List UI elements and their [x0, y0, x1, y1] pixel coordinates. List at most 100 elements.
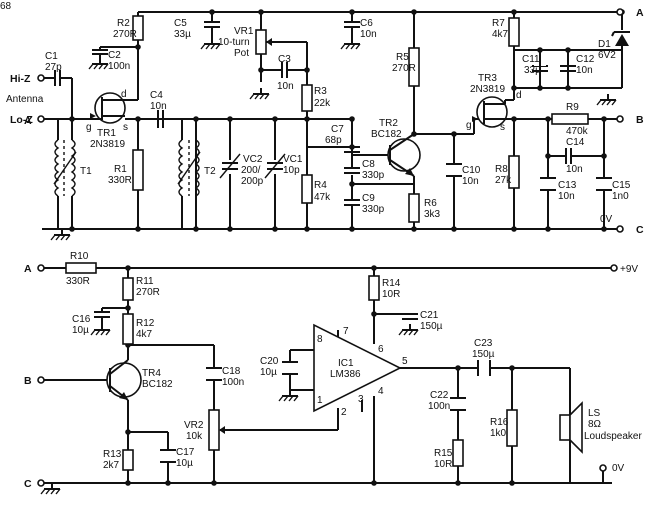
c1-value: 27p: [45, 62, 62, 73]
c2-value: 100n: [108, 61, 130, 72]
r15-name: R15: [434, 448, 453, 459]
capacitor-c12: [560, 65, 576, 72]
c21-name: C21: [420, 310, 439, 321]
r2-name: R2: [117, 18, 130, 29]
d1-name: D1: [598, 39, 611, 50]
c16-value: 10µ: [72, 325, 89, 336]
tr1-s: s: [123, 122, 128, 133]
vr1-turns: 10-turn: [218, 37, 250, 48]
capacitor-c16: [94, 308, 110, 324]
c18-value: 100n: [222, 377, 244, 388]
node-c-left: C: [24, 478, 32, 490]
tr4-name: TR4: [142, 368, 161, 379]
plus-9v-label: +9V: [620, 264, 638, 275]
c23-value: 150µ: [472, 349, 495, 360]
capacitor-c17: [160, 449, 176, 483]
capacitor-c5: [204, 21, 220, 38]
r9-name: R9: [566, 102, 579, 113]
c4-value: 10n: [150, 101, 167, 112]
r16-value: 1k0: [490, 428, 507, 439]
resistor-r5: [408, 47, 420, 87]
c22-value: 100n: [428, 401, 450, 412]
pin-7: 7: [343, 326, 349, 337]
d1-value: 6V2: [598, 50, 616, 61]
capacitor-c11: [532, 56, 548, 80]
hiz-label: Hi-Z: [10, 73, 31, 85]
c8-name: C8: [362, 159, 375, 170]
capacitor-c23: [477, 360, 491, 376]
resistor-r1: [132, 149, 144, 191]
resistor-r14: [368, 275, 380, 301]
node-b-left: B: [24, 375, 32, 387]
resistor-r3: [301, 84, 313, 112]
c2-name: C2: [108, 50, 121, 61]
variable-capacitor-vc1: [264, 153, 286, 179]
vr1-name: VR1: [234, 26, 254, 37]
terminals-bottom: [37, 264, 618, 487]
tr2-name: TR2: [379, 118, 398, 129]
c5-name: C5: [174, 18, 187, 29]
r3-value: 22k: [314, 98, 331, 109]
r3-name: R3: [314, 86, 327, 97]
capacitor-c21: [402, 313, 418, 320]
c10-value: 10n: [462, 176, 479, 187]
antenna-label: Antenna: [6, 94, 44, 105]
r7-value: 4k7: [492, 29, 509, 40]
c12-name: C12: [576, 54, 595, 65]
resistor-r9: [551, 113, 589, 125]
c18-name: C18: [222, 366, 241, 377]
r15-value: 10R: [434, 459, 452, 470]
node-a-right: A: [636, 7, 644, 19]
resistor-r16: [506, 409, 518, 447]
capacitor-c9: [344, 199, 360, 218]
c23-name: C23: [474, 338, 493, 349]
capacitor-c14: [565, 148, 584, 164]
zero-volts-top: 0V: [600, 214, 613, 225]
capacitor-c22: [450, 397, 466, 411]
tr3-type: 2N3819: [470, 84, 505, 95]
c3-name: C3: [278, 54, 291, 65]
r7-name: R7: [492, 18, 505, 29]
node-c-right: C: [636, 224, 644, 236]
c13-name: C13: [558, 180, 577, 191]
tr3-s: s: [500, 122, 505, 133]
r6-value: 3k3: [424, 209, 441, 220]
capacitor-c2: [92, 47, 108, 58]
vr2-name: VR2: [184, 420, 204, 431]
r4-value: 47k: [314, 192, 331, 203]
capacitor-c7: [344, 146, 360, 153]
pin-3: 3: [358, 394, 364, 405]
ic1-type: LM386: [330, 369, 361, 380]
resistor-r13: [122, 449, 134, 471]
r1-value: 330R: [108, 175, 132, 186]
r11-value: 270R: [136, 287, 160, 298]
r2-value: 270R: [113, 29, 137, 40]
bottom-circuit-wiring: [42, 267, 612, 484]
c3-value: 10n: [277, 81, 294, 92]
node-a-left: A: [24, 263, 32, 275]
potentiometer-vr1: [255, 29, 272, 55]
resistor-r7: [508, 17, 520, 47]
c4-name: C4: [150, 90, 163, 101]
r1-name: R1: [114, 164, 127, 175]
r5-name: R5: [396, 52, 409, 63]
transistor-tr1: [90, 92, 126, 124]
c12-value: 10n: [576, 65, 593, 76]
capacitor-c6: [344, 21, 360, 38]
r8-value: 27k: [495, 175, 512, 186]
resistor-r10: [65, 262, 97, 274]
ls-name: LS: [588, 408, 601, 419]
capacitor-c13: [540, 177, 556, 191]
r6-name: R6: [424, 198, 437, 209]
c13-value: 10n: [558, 191, 575, 202]
r11-name: R11: [136, 276, 154, 287]
c6-value: 10n: [360, 29, 377, 40]
vc1-value: 10p: [283, 165, 300, 176]
r13-value: 2k7: [103, 460, 120, 471]
node-b-right: B: [636, 114, 644, 126]
zero-volts-bottom: 0V: [612, 463, 625, 474]
r16-name: R16: [490, 417, 509, 428]
c9-value: 330p: [362, 204, 385, 215]
c5-value: 33µ: [174, 29, 191, 40]
